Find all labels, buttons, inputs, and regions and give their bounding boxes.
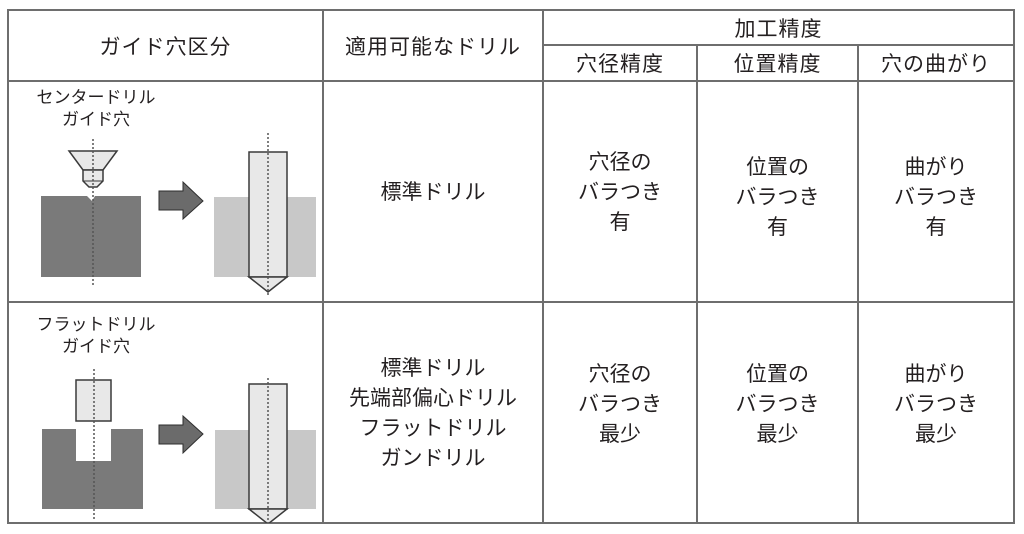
col-divider-2 (542, 9, 544, 524)
header-guide-hole-text: ガイド穴区分 (99, 34, 232, 59)
table-border-top (7, 9, 1015, 11)
header-guide-hole: ガイド穴区分 (9, 11, 322, 80)
value-line: バラつき (894, 391, 978, 416)
value-line: 最少 (599, 421, 641, 446)
value-line: 曲がり (904, 361, 968, 386)
header-accuracy-group: 加工精度 (544, 11, 1013, 44)
header-applicable-drill-text: 適用可能なドリル (345, 34, 521, 59)
header-divider (543, 44, 1015, 46)
header-hole-bend: 穴の曲がり (859, 46, 1013, 80)
table-border-left (7, 9, 9, 524)
value-line: バラつき (894, 184, 978, 209)
center-drill-guide-diagram (41, 133, 316, 296)
position-accuracy-value: 位置の バラつき 最少 (698, 294, 857, 513)
value-line: 位置の (746, 361, 809, 386)
value-line: バラつき (578, 179, 662, 204)
guide-hole-table: ガイド穴区分 適用可能なドリル 加工精度 穴径精度 位置精度 穴の曲がり センタ… (7, 9, 1015, 524)
header-diameter-text: 穴径精度 (576, 52, 664, 76)
value-line: バラつき (578, 391, 662, 416)
value-line: 穴径の (588, 149, 652, 174)
hole-bend-value: 曲がり バラつき 有 (859, 87, 1013, 306)
drill-item: ガンドリル (380, 445, 486, 470)
value-line: バラつき (735, 391, 820, 416)
guide-label-line1: フラットドリル (36, 315, 156, 335)
drill-item: 標準ドリル (380, 355, 486, 380)
header-accuracy-group-text: 加工精度 (734, 16, 823, 41)
value-line: 曲がり (904, 154, 968, 179)
value-line: 有 (609, 209, 631, 234)
diameter-accuracy-value: 穴径の バラつき 最少 (544, 294, 696, 513)
hole-bend-value: 曲がり バラつき 最少 (859, 294, 1013, 513)
header-bottom (7, 80, 1015, 82)
header-applicable-drill: 適用可能なドリル (324, 11, 542, 80)
guide-label-line1: センタードリル (36, 88, 156, 108)
row-divider (7, 301, 1015, 303)
value-line: 有 (767, 214, 788, 239)
guide-label-line2: ガイド穴 (62, 337, 130, 357)
drill-list: 標準ドリル (324, 82, 542, 301)
col-divider-1 (322, 9, 324, 524)
value-line: バラつき (735, 184, 820, 209)
position-accuracy-value: 位置の バラつき 有 (698, 87, 857, 306)
guide-label-flat: フラットドリル ガイド穴 (21, 314, 171, 358)
value-line: 位置の (746, 154, 809, 179)
drill-list: 標準ドリル 先端部偏心ドリル フラットドリル ガンドリル (324, 303, 542, 522)
value-line: 最少 (915, 421, 957, 446)
guide-label-center: センタードリル ガイド穴 (21, 87, 171, 131)
guide-label-line2: ガイド穴 (62, 110, 130, 130)
value-line: 有 (925, 214, 947, 239)
header-diameter-accuracy: 穴径精度 (544, 46, 696, 80)
diameter-accuracy-value: 穴径の バラつき 有 (544, 82, 696, 301)
value-line: 最少 (756, 421, 799, 446)
drill-item: 先端部偏心ドリル (349, 385, 517, 410)
flat-drill-guide-diagram (42, 369, 316, 523)
header-position-accuracy: 位置精度 (698, 46, 857, 80)
table-border-bottom (7, 522, 1015, 524)
value-line: 穴径の (588, 361, 652, 386)
col-divider-4 (857, 44, 859, 524)
drill-item: 標準ドリル (380, 179, 486, 204)
table-border-right (1013, 9, 1015, 524)
header-position-text: 位置精度 (733, 52, 822, 76)
drill-item: フラットドリル (359, 415, 507, 440)
col-divider-3 (696, 44, 698, 524)
header-bend-text: 穴の曲がり (881, 52, 991, 76)
